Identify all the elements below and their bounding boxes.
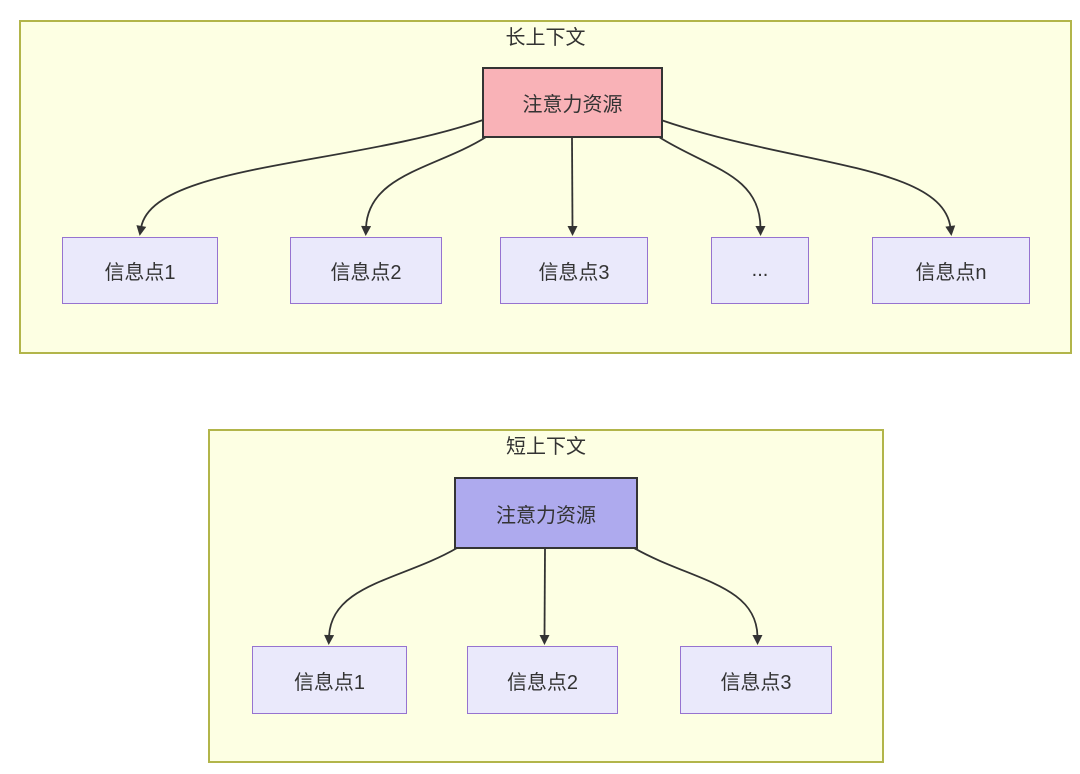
info-node-long-n: 信息点n [872, 237, 1030, 304]
info-node-long-3: 信息点3 [500, 237, 648, 304]
info-node-short-3: 信息点3 [680, 646, 832, 714]
attention-node-long: 注意力资源 [482, 67, 663, 138]
info-node-long-1: 信息点1 [62, 237, 218, 304]
long-context-title: 长上下文 [505, 27, 586, 49]
info-node-long-ellipsis: ... [711, 237, 809, 304]
info-node-short-1: 信息点1 [252, 646, 407, 714]
info-node-long-2: 信息点2 [290, 237, 442, 304]
short-context-title: 短上下文 [506, 436, 586, 458]
info-node-short-2: 信息点2 [467, 646, 618, 714]
attention-node-short: 注意力资源 [454, 477, 638, 549]
